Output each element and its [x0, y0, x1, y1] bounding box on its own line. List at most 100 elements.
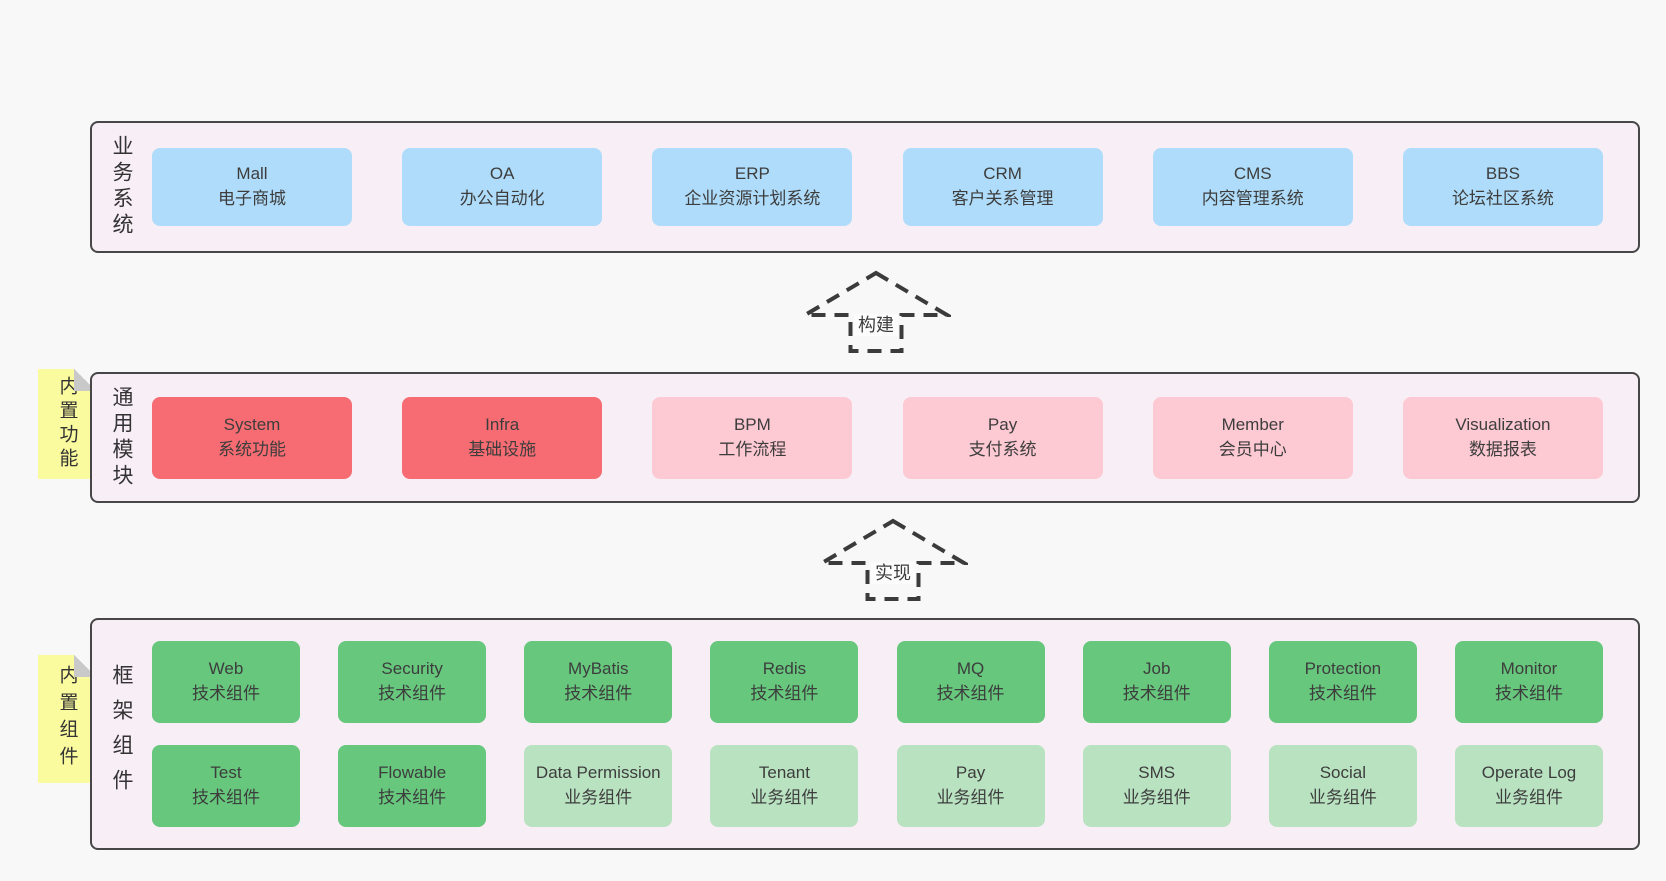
component-title: Member — [1221, 414, 1284, 434]
layer-common-modules: 通用模块 System 系统功能 Infra 基础设施 BPM 工作流程 Pay… — [90, 372, 1640, 503]
component-title: OA — [489, 164, 515, 184]
component-subtitle: 技术组件 — [192, 684, 260, 703]
box-pay: Pay 业务组件 — [896, 745, 1045, 827]
component-title: Web — [208, 659, 244, 679]
box-flowable: Flowable 技术组件 — [338, 745, 487, 827]
component-title: Job — [1142, 659, 1171, 679]
box-visualization: Visualization 数据报表 — [1402, 396, 1603, 479]
box-job: Job 技术组件 — [1082, 641, 1231, 723]
component-title: BPM — [733, 414, 771, 434]
box-sms: SMS 业务组件 — [1082, 745, 1231, 827]
component-title: Data Permission — [535, 763, 661, 783]
component-title: Test — [210, 763, 242, 783]
box-protection: Protection 技术组件 — [1268, 641, 1417, 723]
layer-framework-components: 框架组件 Web 技术组件 Security 技术组件 MyBatis 技术组件… — [90, 618, 1640, 850]
component-subtitle: 技术组件 — [564, 684, 633, 703]
implement-arrow — [818, 518, 968, 601]
dashed-up-arrow-shape — [801, 270, 951, 353]
component-subtitle: 工作流程 — [718, 439, 787, 459]
box-crm: CRM 客户关系管理 — [902, 148, 1103, 226]
component-subtitle: 客户关系管理 — [951, 189, 1054, 208]
component-title: Pay — [987, 414, 1018, 434]
component-subtitle: 技术组件 — [1122, 684, 1191, 703]
layer-label-framework-components: 框架组件 — [110, 664, 133, 804]
box-web: Web 技术组件 — [152, 641, 300, 723]
box-cms: CMS 内容管理系统 — [1152, 148, 1353, 226]
implement-arrow-label: 实现 — [818, 559, 968, 585]
layer-label-common-modules: 通用模块 — [110, 385, 133, 490]
build-arrow-label: 构建 — [801, 311, 951, 337]
layer-label-business-systems: 业务系统 — [110, 135, 133, 239]
component-subtitle: 技术组件 — [378, 684, 447, 703]
box-operate-log: Operate Log 业务组件 — [1454, 745, 1603, 827]
component-subtitle: 基础设施 — [468, 439, 537, 459]
component-title: Pay — [955, 763, 986, 783]
component-title: ERP — [734, 164, 770, 184]
box-oa: OA 办公自动化 — [402, 148, 603, 226]
component-subtitle: 支付系统 — [968, 439, 1037, 459]
box-mall: Mall 电子商城 — [152, 148, 352, 226]
box-mybatis: MyBatis 技术组件 — [524, 641, 673, 723]
component-subtitle: 业务组件 — [1494, 788, 1563, 807]
component-title: Social — [1319, 763, 1366, 783]
layer-business-systems: 业务系统 Mall 电子商城 OA 办公自动化 ERP 企业资源计划系统 CRM… — [90, 121, 1640, 253]
component-subtitle: 系统功能 — [218, 439, 286, 459]
box-member: Member 会员中心 — [1152, 396, 1353, 479]
component-title: Visualization — [1455, 414, 1551, 434]
component-subtitle: 技术组件 — [378, 788, 447, 807]
component-title: Mall — [236, 164, 268, 184]
sticky-note-built-in-features: 内置功能 — [38, 369, 96, 479]
component-title: Operate Log — [1481, 763, 1577, 783]
box-pay: Pay 支付系统 — [902, 396, 1103, 479]
box-monitor: Monitor 技术组件 — [1454, 641, 1603, 723]
build-arrow — [801, 270, 951, 353]
component-subtitle: 技术组件 — [192, 788, 260, 807]
box-erp: ERP 企业资源计划系统 — [652, 148, 853, 226]
box-system: System 系统功能 — [152, 396, 352, 479]
component-title: CMS — [1233, 164, 1272, 184]
component-title: Redis — [762, 659, 807, 679]
box-mq: MQ 技术组件 — [896, 641, 1045, 723]
component-title: Monitor — [1500, 659, 1558, 679]
dashed-up-arrow-shape — [818, 518, 968, 601]
component-title: Infra — [485, 414, 520, 434]
component-title: System — [223, 414, 281, 434]
component-subtitle: 数据报表 — [1468, 439, 1537, 459]
box-data-permission: Data Permission 业务组件 — [524, 745, 673, 827]
component-subtitle: 技术组件 — [750, 684, 819, 703]
box-security: Security 技术组件 — [338, 641, 487, 723]
component-subtitle: 论坛社区系统 — [1451, 189, 1554, 208]
box-redis: Redis 技术组件 — [710, 641, 859, 723]
component-title: CRM — [983, 164, 1022, 184]
box-test: Test 技术组件 — [152, 745, 300, 827]
business-systems-row: Mall 电子商城 OA 办公自动化 ERP 企业资源计划系统 CRM 客户关系… — [150, 123, 1638, 251]
component-subtitle: 业务组件 — [1308, 788, 1377, 807]
component-title: MyBatis — [568, 659, 629, 679]
component-subtitle: 技术组件 — [936, 684, 1005, 703]
component-title: Tenant — [758, 763, 810, 783]
business-components-row: Test 技术组件 Flowable 技术组件 Data Permission … — [150, 745, 1638, 827]
box-bpm: BPM 工作流程 — [652, 396, 853, 479]
component-subtitle: 电子商城 — [218, 189, 286, 208]
component-subtitle: 业务组件 — [750, 788, 819, 807]
component-title: MQ — [956, 659, 985, 679]
box-bbs: BBS 论坛社区系统 — [1402, 148, 1603, 226]
component-subtitle: 企业资源计划系统 — [684, 189, 821, 208]
component-subtitle: 技术组件 — [1308, 684, 1377, 703]
box-social: Social 业务组件 — [1268, 745, 1417, 827]
component-title: BBS — [1485, 164, 1520, 184]
box-tenant: Tenant 业务组件 — [710, 745, 859, 827]
sticky-note-label: 内置功能 — [56, 376, 78, 472]
component-subtitle: 业务组件 — [936, 788, 1005, 807]
common-modules-row: System 系统功能 Infra 基础设施 BPM 工作流程 Pay 支付系统… — [150, 374, 1638, 501]
sticky-note-label: 内置组件 — [56, 665, 78, 773]
component-subtitle: 业务组件 — [564, 788, 633, 807]
component-subtitle: 办公自动化 — [459, 189, 545, 208]
technical-components-row: Web 技术组件 Security 技术组件 MyBatis 技术组件 Redi… — [150, 641, 1638, 723]
component-subtitle: 会员中心 — [1218, 439, 1287, 459]
component-title: Protection — [1304, 659, 1382, 679]
box-infra: Infra 基础设施 — [402, 396, 603, 479]
component-title: SMS — [1138, 763, 1176, 783]
sticky-note-built-in-components: 内置组件 — [38, 655, 96, 783]
